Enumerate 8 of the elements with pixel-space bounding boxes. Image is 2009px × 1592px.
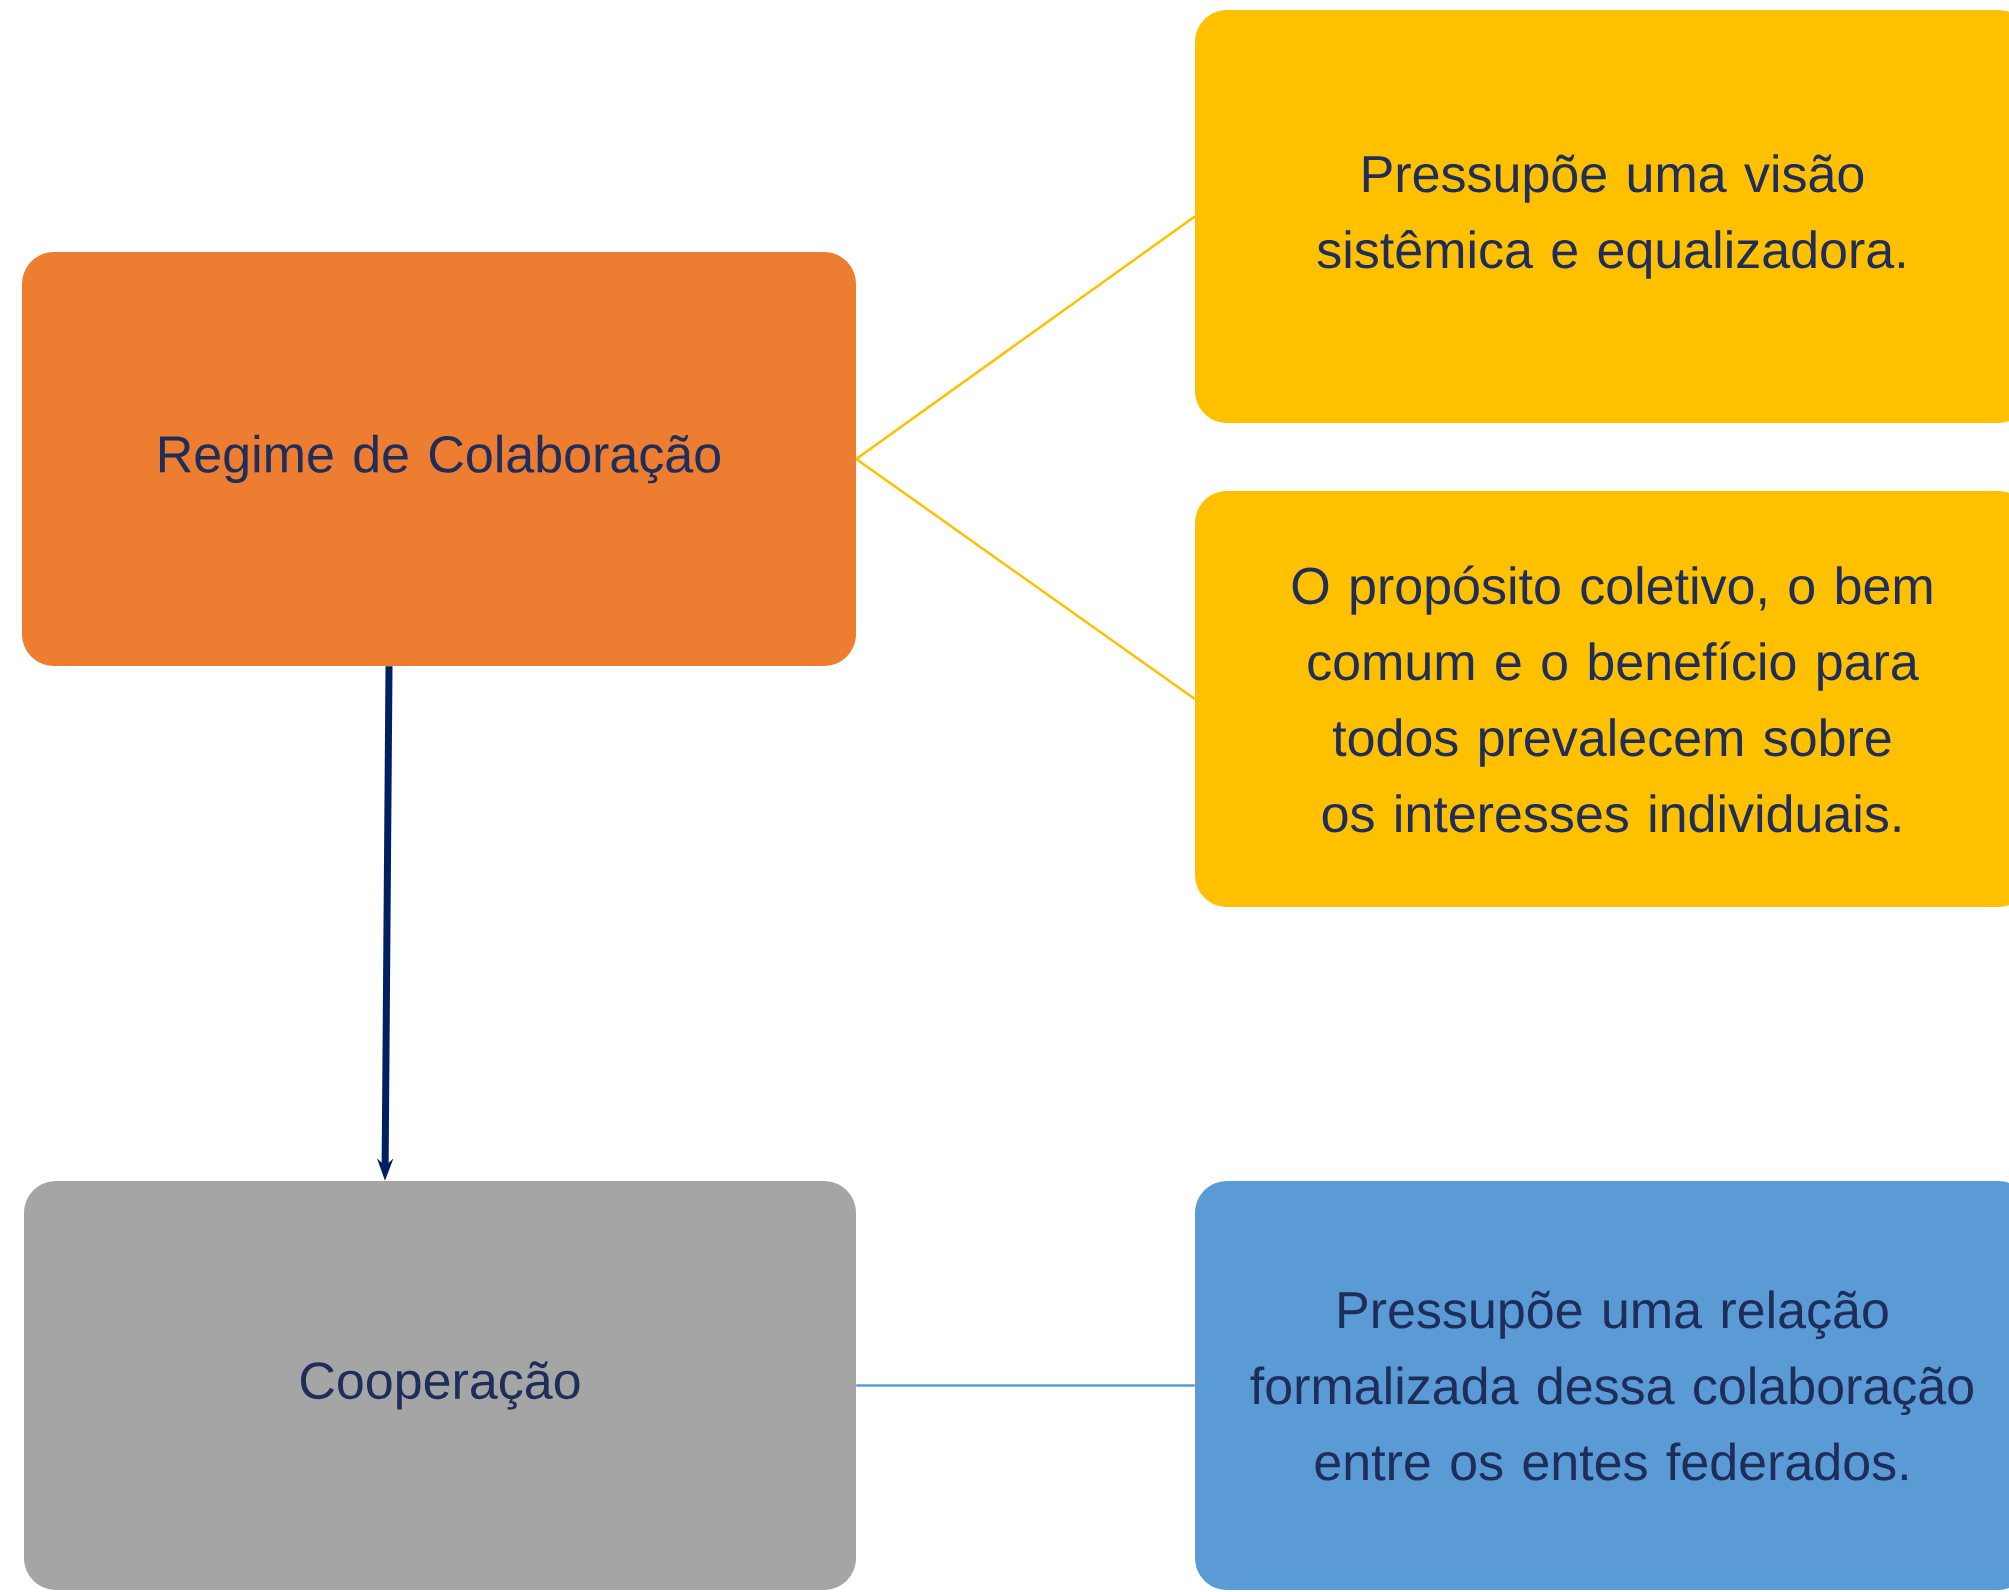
connector (856, 1384, 1195, 1387)
process-box: Cooperação (24, 1181, 856, 1590)
note-box: Pressupõe uma visão sistêmica e equalizadora. (1195, 10, 2009, 423)
connector (855, 215, 1196, 460)
note-box: O propósito coletivo, o bem comum e o benefício para todos prevalecem sobre os interesses individuais. (1195, 491, 2009, 907)
process-box: Regime de Colaboração (22, 252, 856, 666)
connector (855, 457, 1196, 700)
note-box: Pressupõe uma relação formalizada dessa colaboração entre os entes federados. (1195, 1181, 2009, 1590)
